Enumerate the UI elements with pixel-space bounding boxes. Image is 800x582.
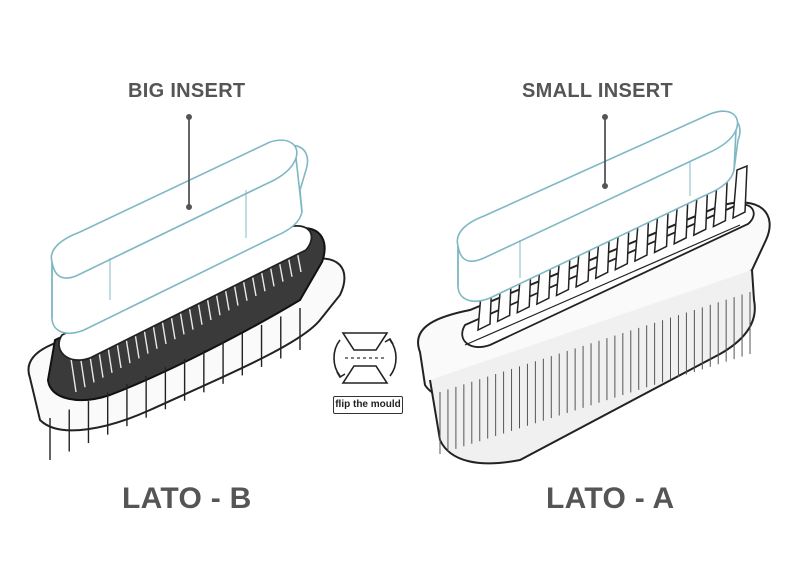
side-b-label: LATO - B [122,482,252,515]
flip-arrows-icon [333,332,397,384]
small-insert-label: SMALL INSERT [522,80,674,102]
big-insert-pointer [186,114,192,210]
mould-side-a [417,164,771,465]
mould-fin [732,164,748,220]
mould-side-b [27,225,346,460]
big-insert-shape [50,139,309,334]
side-a-label: LATO - A [546,482,675,515]
small-insert-pointer [602,114,608,189]
big-insert-label: BIG INSERT [128,80,246,102]
small-insert-shape [456,110,741,302]
flip-the-mould-label: flip the mould [333,396,403,414]
